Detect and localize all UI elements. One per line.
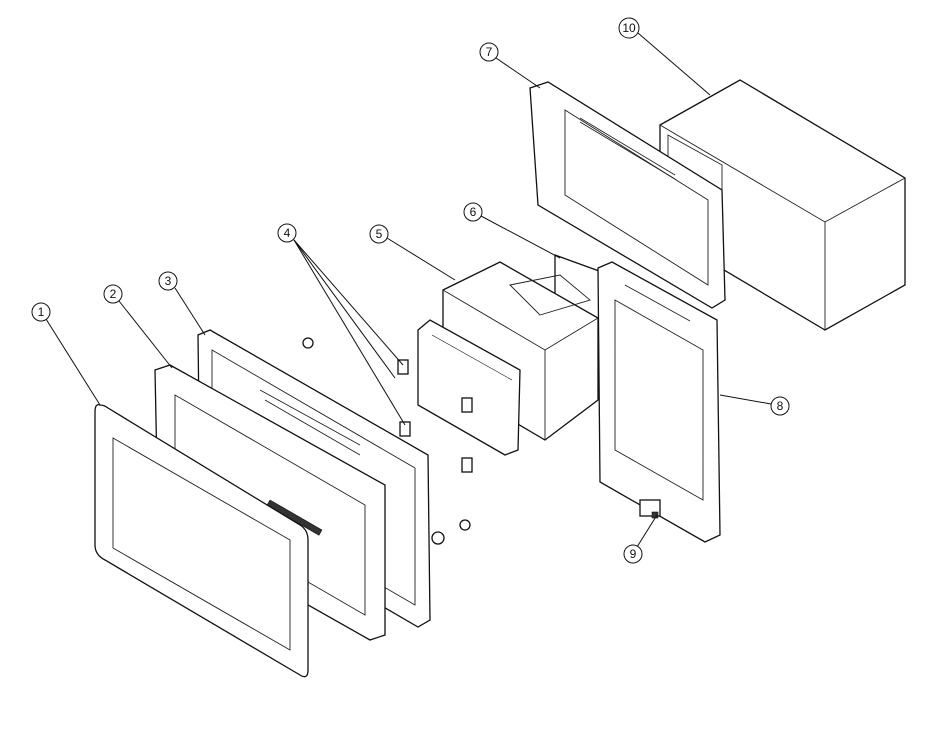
part-4-screws [302, 337, 473, 545]
callout-4: 4 [277, 223, 297, 243]
callout-2: 2 [103, 284, 123, 304]
part-9-clip [639, 499, 661, 519]
svg-text:1: 1 [38, 305, 45, 319]
callout-9: 9 [623, 544, 643, 564]
callout-5: 5 [369, 224, 389, 244]
svg-text:5: 5 [376, 227, 383, 241]
svg-text:4: 4 [284, 226, 291, 240]
callout-6: 6 [463, 202, 483, 222]
svg-text:9: 9 [630, 547, 637, 561]
part-pcb-board [417, 319, 521, 456]
svg-text:6: 6 [470, 205, 477, 219]
svg-text:10: 10 [622, 21, 636, 35]
callout-7: 7 [479, 42, 499, 62]
part-1-display-panel [94, 404, 309, 678]
svg-text:2: 2 [110, 287, 117, 301]
callout-8: 8 [770, 396, 790, 416]
svg-text:8: 8 [777, 399, 784, 413]
leader-lines [45, 32, 772, 548]
part-8-mounting-plate [597, 261, 721, 543]
callout-1: 1 [31, 302, 51, 322]
svg-text:7: 7 [486, 45, 493, 59]
callout-3: 3 [158, 271, 178, 291]
svg-text:3: 3 [165, 274, 172, 288]
callout-10: 10 [618, 17, 640, 39]
part-7-mounting-plate [529, 81, 726, 309]
